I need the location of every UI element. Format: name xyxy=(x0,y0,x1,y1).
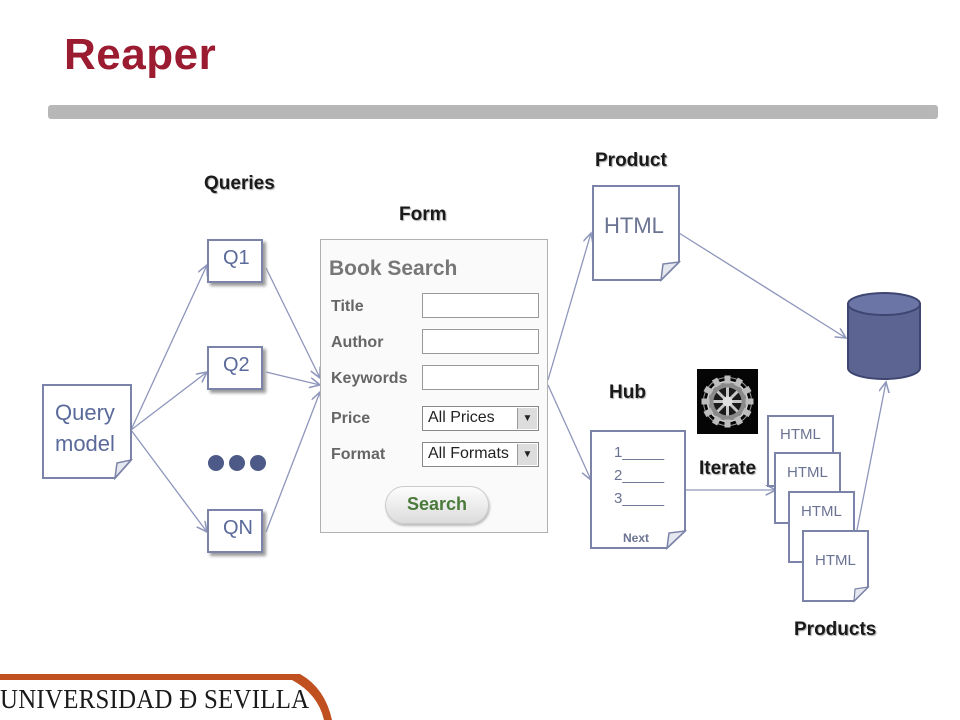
price-select-value: All Prices xyxy=(428,409,495,426)
hub-line-1: 1_____ xyxy=(614,444,665,461)
price-field-label: Price xyxy=(331,410,371,427)
query-q2: Q2 xyxy=(207,346,263,390)
product-doc-2-text: HTML xyxy=(787,464,828,481)
query-model-line2: model xyxy=(55,431,115,456)
query-model-label: Query model xyxy=(55,397,115,459)
keywords-field-label: Keywords xyxy=(331,370,408,387)
chevron-down-icon: ▼ xyxy=(517,444,537,465)
ellipsis-dot xyxy=(208,455,224,471)
query-model-line1: Query xyxy=(55,400,115,425)
queries-label: Queries xyxy=(204,173,275,194)
slide-title: Reaper xyxy=(64,30,217,79)
book-search-form: Book Search Title Author Keywords Price … xyxy=(320,239,548,533)
title-input[interactable] xyxy=(422,293,539,318)
author-input[interactable] xyxy=(422,329,539,354)
hub-line-2: 2_____ xyxy=(614,467,665,484)
format-select[interactable]: All Formats ▼ xyxy=(422,442,539,467)
query-qn: QN xyxy=(207,509,263,553)
keywords-input[interactable] xyxy=(422,365,539,390)
connector-arrows xyxy=(130,233,886,532)
format-select-value: All Formats xyxy=(428,445,509,462)
format-field-label: Format xyxy=(331,446,386,463)
search-button[interactable]: Search xyxy=(385,486,489,524)
product-doc-4-text: HTML xyxy=(815,552,856,569)
query-q1: Q1 xyxy=(207,239,263,283)
chevron-down-icon: ▼ xyxy=(517,408,537,429)
product-doc-3-text: HTML xyxy=(801,503,842,520)
hub-line-3: 3_____ xyxy=(614,490,665,507)
database-icon xyxy=(847,292,921,380)
products-label: Products xyxy=(794,619,877,640)
university-logo-text: UNIVERSIDAD Ð SEVILLA xyxy=(0,684,310,714)
product-doc-1-text: HTML xyxy=(780,426,821,443)
author-field-label: Author xyxy=(331,334,384,351)
title-field-label: Title xyxy=(331,298,364,315)
form-label: Form xyxy=(399,204,447,225)
ellipsis-dot xyxy=(250,455,266,471)
product-doc-text: HTML xyxy=(604,213,664,238)
title-divider xyxy=(48,105,938,119)
product-label: Product xyxy=(595,150,667,171)
price-select[interactable]: All Prices ▼ xyxy=(422,406,539,431)
iterate-label: Iterate xyxy=(699,458,757,479)
hub-label: Hub xyxy=(609,382,646,403)
gear-icon xyxy=(697,369,758,434)
form-title: Book Search xyxy=(329,257,458,280)
hub-next-link: Next xyxy=(623,531,650,545)
ellipsis-dot xyxy=(229,455,245,471)
hub-doc-lines: 1_____ 2_____ 3_____ xyxy=(614,441,664,510)
